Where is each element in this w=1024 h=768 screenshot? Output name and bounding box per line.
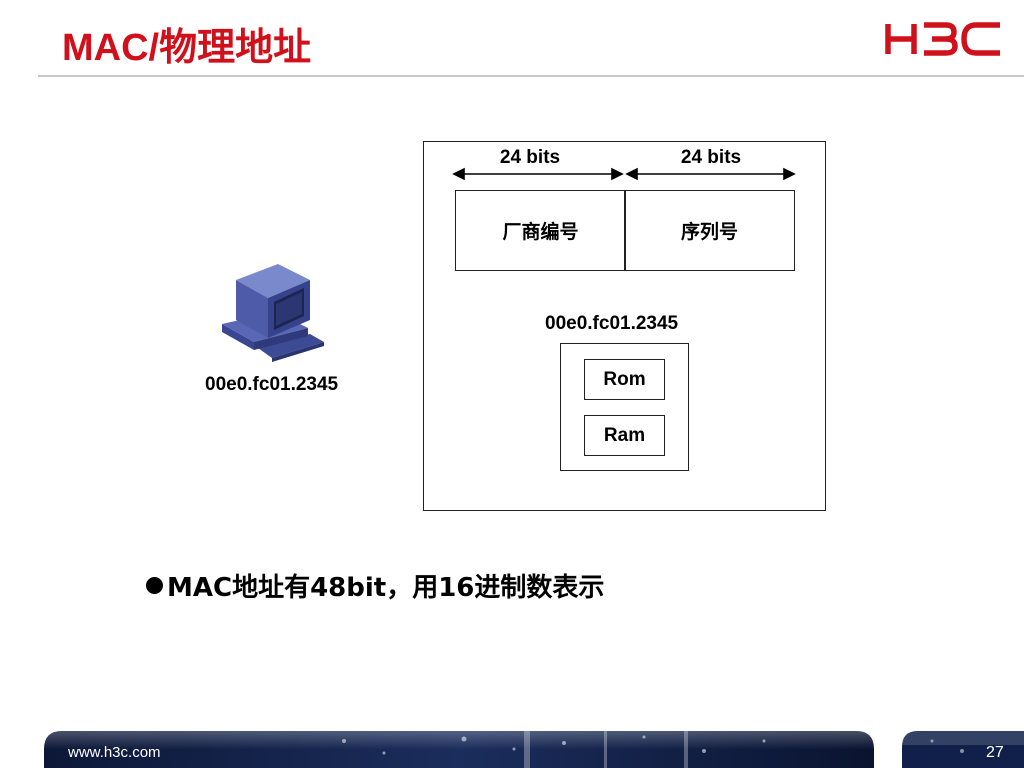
footer-band bbox=[44, 731, 874, 768]
footer-url: www.h3c.com bbox=[68, 744, 161, 761]
nic-mac-address: 00e0.fc01.2345 bbox=[545, 313, 679, 334]
h3c-logo bbox=[885, 22, 1000, 56]
field-serial-number: 序列号 bbox=[624, 190, 795, 271]
page-number: 27 bbox=[986, 744, 1004, 761]
mac-structure-frame bbox=[423, 141, 826, 511]
bits-label-left: 24 bits bbox=[499, 147, 561, 168]
bullet-text: MAC地址有48bit，用16进制数表示 bbox=[167, 573, 605, 603]
bits-arrows bbox=[452, 167, 796, 181]
bullet-dot-icon bbox=[146, 577, 163, 594]
pc-mac-address: 00e0.fc01.2345 bbox=[205, 374, 339, 395]
bits-label-right: 24 bits bbox=[680, 147, 742, 168]
computer-icon bbox=[222, 264, 324, 362]
slide-title: MAC/物理地址 bbox=[62, 27, 312, 69]
nic-chip bbox=[560, 343, 689, 471]
field-vendor-id: 厂商编号 bbox=[455, 190, 626, 271]
ram-block: Ram bbox=[584, 415, 665, 456]
rom-block: Rom bbox=[584, 359, 665, 400]
title-divider bbox=[38, 75, 1024, 77]
bullet-point: MAC地址有48bit，用16进制数表示 bbox=[146, 567, 604, 604]
footer-band-page bbox=[902, 731, 1024, 768]
